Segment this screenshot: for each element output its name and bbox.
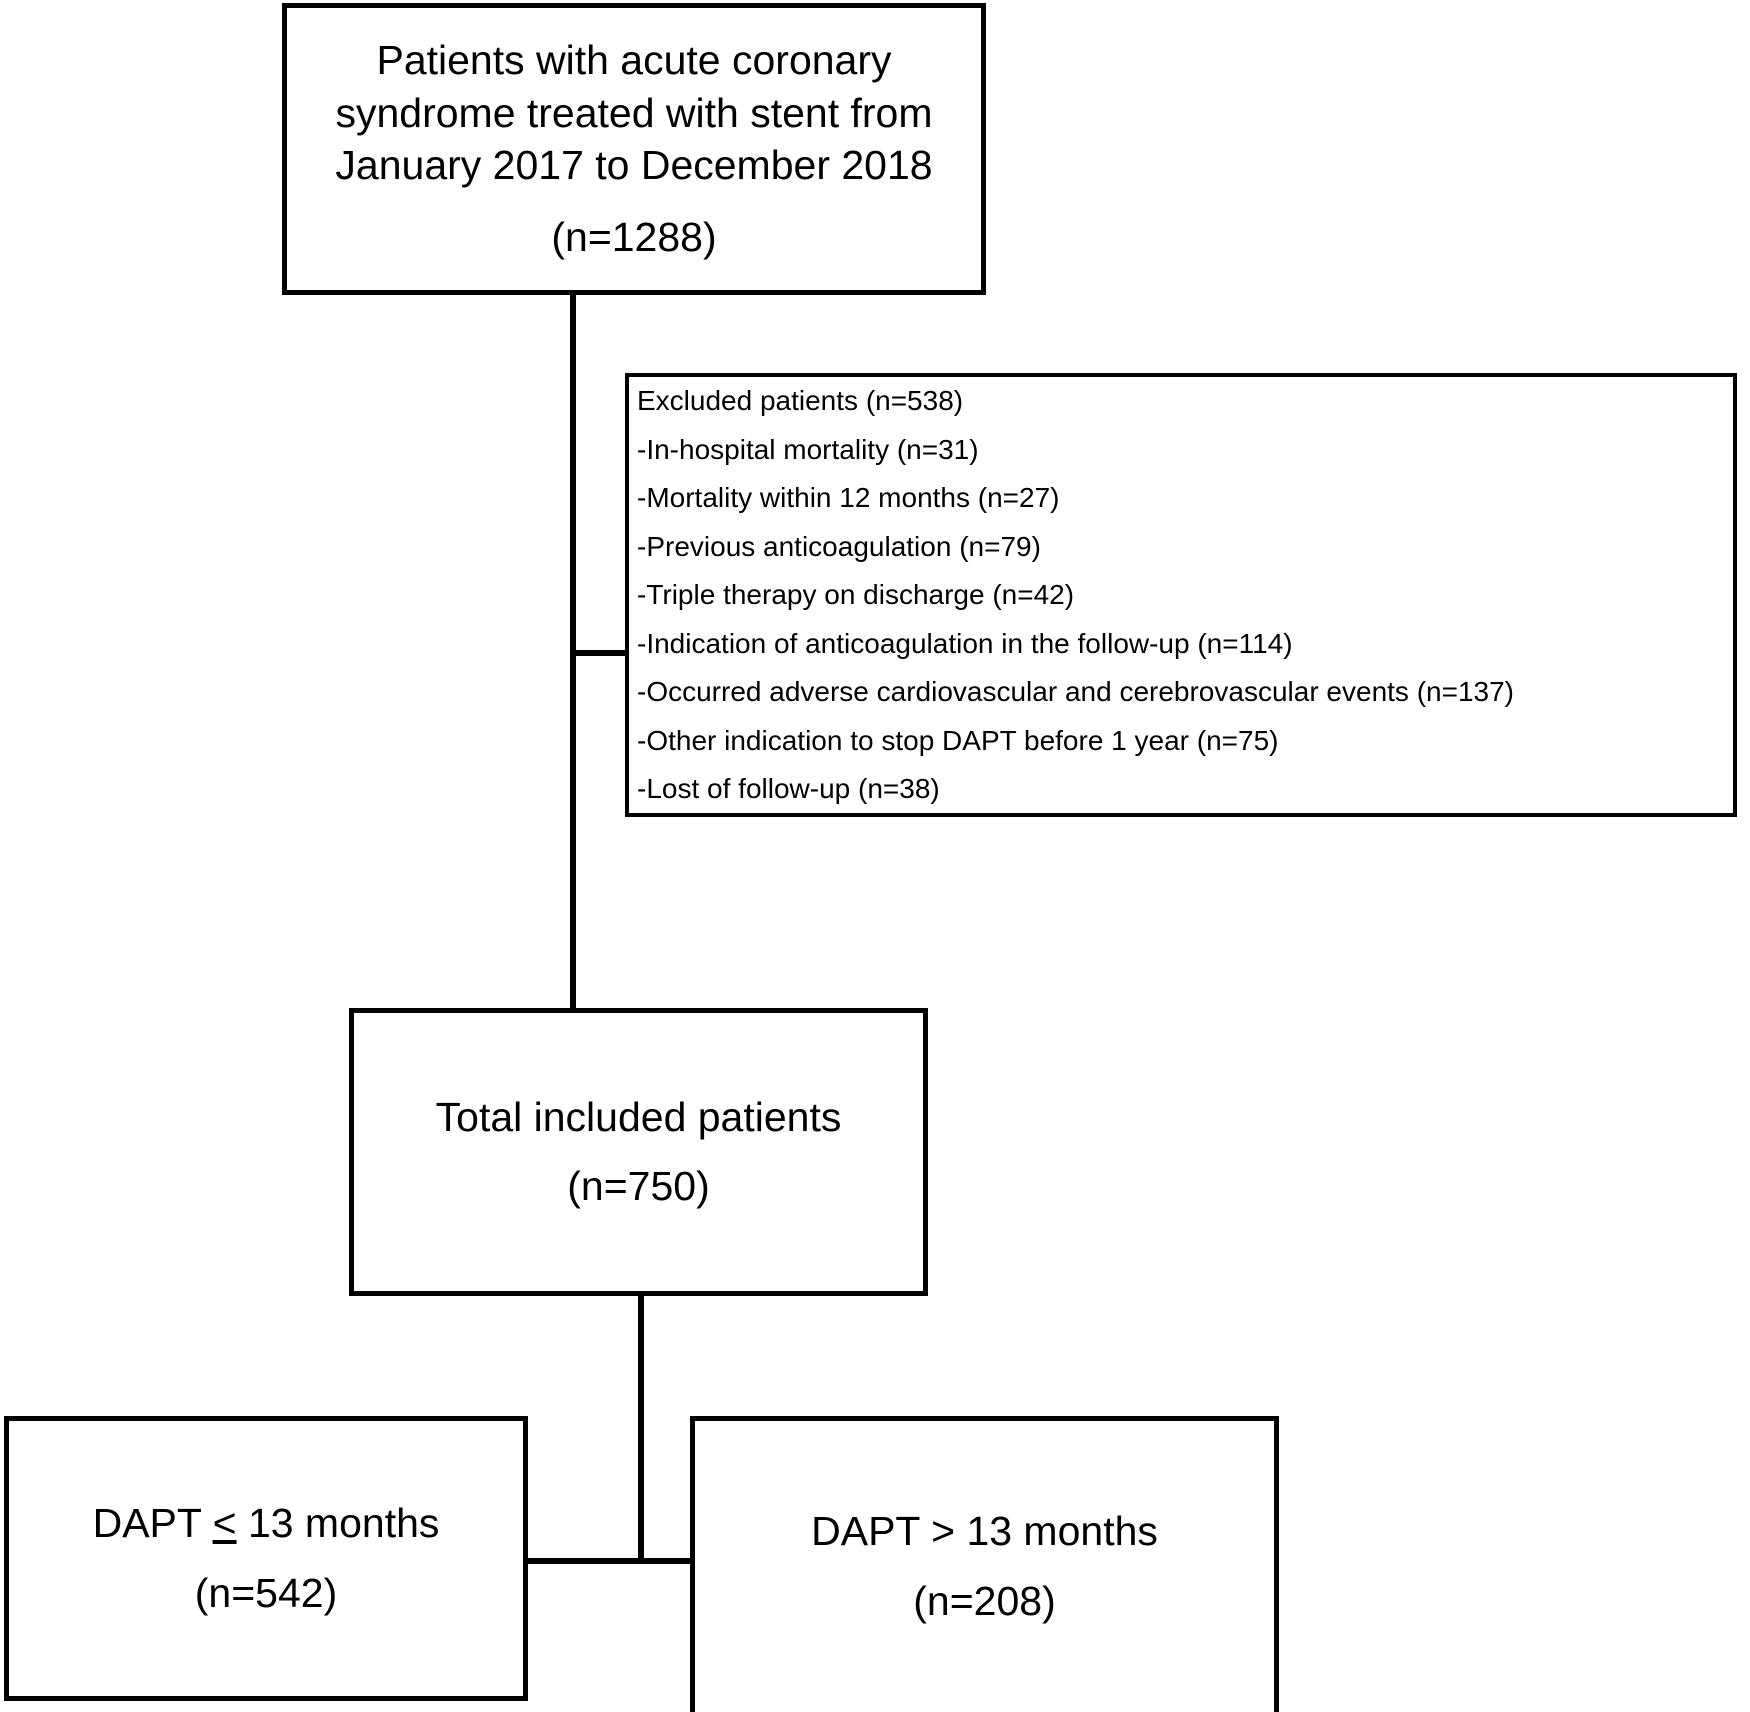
excluded-item: -Other indication to stop DAPT before 1 … — [637, 724, 1279, 756]
excluded-heading: Excluded patients (n=538) — [637, 385, 964, 416]
node-dapt-le-label: DAPT < 13 months — [93, 1497, 440, 1550]
node-dapt-le-suffix: 13 months — [236, 1500, 440, 1547]
excluded-item: -Lost of follow-up (n=38) — [637, 773, 940, 804]
excluded-item: -Mortality within 12 months (n=27) — [637, 482, 1060, 513]
node-enrolled-line-3: January 2017 to December 2018 — [335, 142, 933, 188]
excluded-item: -Triple therapy on discharge (n=42) — [637, 579, 1075, 610]
connector-included-to-split — [638, 1292, 644, 1564]
node-dapt-gt-13-months: DAPT > 13 months (n=208) — [690, 1416, 1279, 1712]
node-enrolled-line-2: syndrome treated with stent from — [335, 89, 933, 136]
excluded-reason-list: Excluded patients (n=538) -In-hospital m… — [637, 387, 1733, 803]
connector-to-excluded-box — [570, 650, 630, 656]
node-enrolled-count: (n=1288) — [551, 214, 717, 261]
excluded-item: -Indication of anticoagulation in the fo… — [637, 627, 1293, 659]
node-total-included: Total included patients (n=750) — [349, 1008, 928, 1296]
node-dapt-gt-count: (n=208) — [913, 1577, 1056, 1624]
node-dapt-le-13-months: DAPT < 13 months (n=542) — [4, 1416, 528, 1701]
node-dapt-le-count: (n=542) — [194, 1569, 338, 1616]
node-dapt-le-prefix: DAPT — [92, 1500, 213, 1547]
less-than-or-equal-symbol: < — [212, 1500, 237, 1547]
excluded-item: -Occurred adverse cardiovascular and cer… — [637, 676, 1514, 707]
node-dapt-gt-label: DAPT > 13 months — [811, 1508, 1158, 1555]
node-enrolled-line-1: Patients with acute coronary — [376, 37, 892, 84]
node-total-label: Total included patients — [435, 1093, 842, 1140]
node-excluded-patients: Excluded patients (n=538) -In-hospital m… — [625, 373, 1737, 817]
connector-split-bar — [524, 1558, 696, 1564]
node-total-count: (n=750) — [567, 1163, 710, 1209]
node-enrolled-patients: Patients with acute coronary syndrome tr… — [282, 3, 986, 295]
excluded-item: -In-hospital mortality (n=31) — [637, 433, 979, 465]
excluded-item: -Previous anticoagulation (n=79) — [637, 530, 1041, 562]
